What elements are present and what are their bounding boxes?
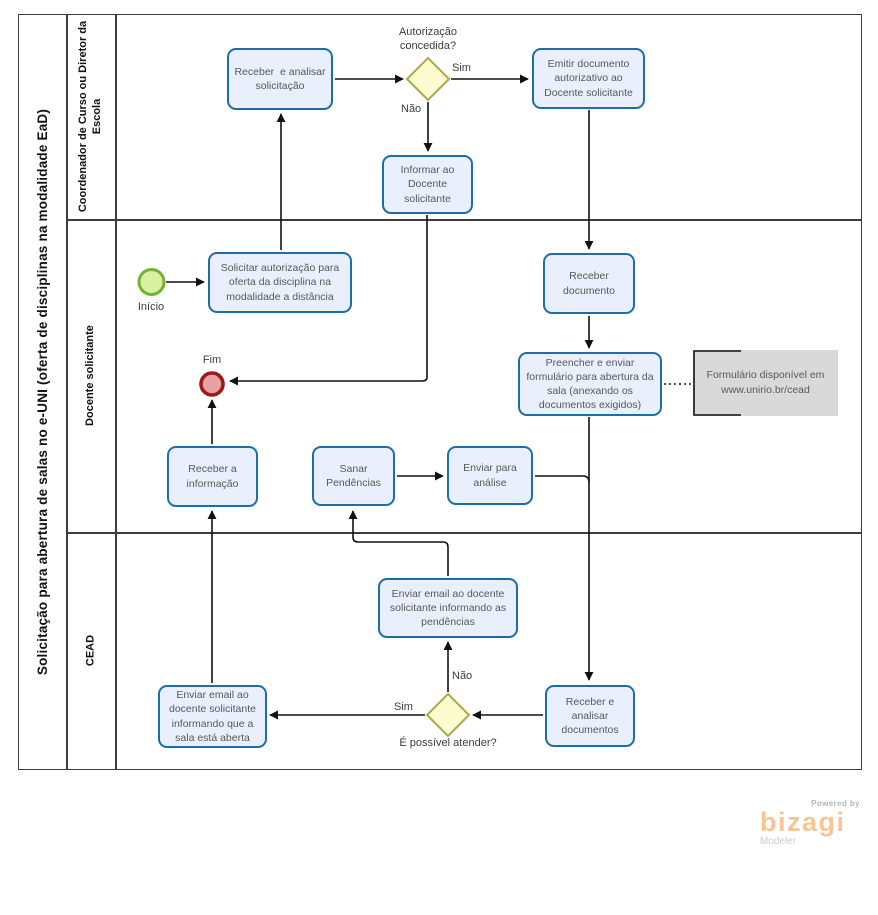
lane-header-divider [115, 14, 117, 770]
lane-label-coordenador: Coordenador de Curso ou Diretor da Escol… [76, 20, 103, 213]
task-informar-docente: Informar ao Docente solicitante [382, 155, 473, 214]
end-event-label: Fim [202, 354, 222, 366]
lane-label-docente: Docente solicitante [83, 325, 96, 426]
bizagi-branding: Powered by bizagi Modeler [760, 799, 860, 847]
gateway2-sim-label: Sim [394, 701, 413, 713]
gateway1-nao-label: Não [401, 103, 422, 115]
task-sanar-pendencias: Sanar Pendências [312, 446, 395, 506]
task-preencher-enviar-formulario: Preencher e enviar formulário para abert… [518, 352, 662, 416]
annotation-formulario: Formulário disponível em www.unirio.br/c… [693, 350, 838, 416]
powered-by-label: Powered by [811, 799, 860, 808]
pool-title-strip: Solicitação para abertura de salas no e-… [18, 14, 66, 770]
task-receber-informacao: Receber a informação [167, 446, 258, 507]
task-enviar-email-sala-aberta: Enviar email ao docente solicitante info… [158, 685, 267, 748]
lane-cead: CEAD [66, 532, 115, 770]
gateway1-sim-label: Sim [452, 62, 471, 74]
gateway2-question: É possível atender? [399, 737, 497, 749]
bizagi-logo: bizagi [760, 807, 846, 837]
task-receber-documento: Receber documento [543, 253, 635, 314]
lane-divider-1 [66, 219, 862, 221]
start-event-label: Início [137, 301, 165, 313]
lane-docente: Docente solicitante [66, 219, 115, 532]
lane-coordenador: Coordenador de Curso ou Diretor da Escol… [66, 14, 115, 219]
task-emitir-documento: Emitir documento autorizativo ao Docente… [532, 48, 645, 109]
pool-border [18, 14, 862, 770]
pool-title-divider [66, 14, 68, 770]
gateway1-question: Autorização concedida? [398, 26, 458, 52]
modeler-label: Modeler [760, 836, 797, 847]
pool-title: Solicitação para abertura de salas no e-… [34, 108, 50, 676]
task-solicitar-autorizacao: Solicitar autorização para oferta da dis… [208, 252, 352, 313]
task-enviar-para-analise: Enviar para análise [447, 446, 533, 505]
gateway2-nao-label: Não [452, 670, 473, 682]
task-receber-analisar-documentos: Receber e analisar documentos [545, 685, 635, 747]
task-receber-analisar-solicitacao: Receber e analisar solicitação [227, 48, 333, 110]
lane-label-cead: CEAD [84, 634, 97, 667]
task-enviar-email-pendencias: Enviar email ao docente solicitante info… [378, 578, 518, 638]
lane-divider-2 [66, 532, 862, 534]
